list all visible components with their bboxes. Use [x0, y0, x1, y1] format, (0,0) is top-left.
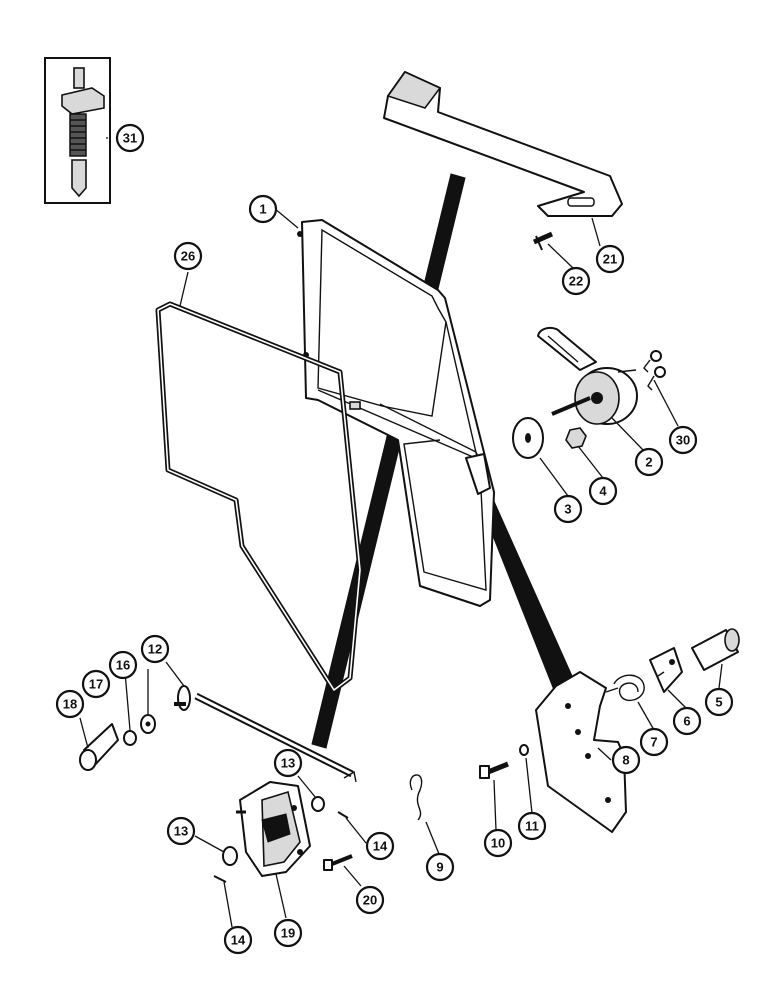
washer-13-b — [222, 846, 238, 866]
door-seal — [155, 301, 363, 693]
spring-9 — [409, 774, 423, 821]
callout-19: 19 — [273, 918, 303, 948]
callout-label: 16 — [116, 658, 130, 673]
callout-18: 18 — [55, 689, 85, 719]
callout-label: 31 — [123, 131, 137, 146]
callout-21: 21 — [595, 244, 625, 274]
callout-9: 9 — [425, 852, 455, 882]
callout-label: 9 — [436, 860, 443, 875]
pin-14-b — [213, 875, 227, 883]
callout-label: 4 — [599, 484, 607, 499]
callout-10: 10 — [483, 828, 513, 858]
screw-20 — [323, 854, 353, 871]
callout-1: 1 — [248, 194, 278, 224]
callout-label: 3 — [564, 502, 571, 517]
callout-label: 13 — [174, 824, 188, 839]
callout-6: 6 — [672, 706, 702, 736]
callout-label: 18 — [63, 697, 77, 712]
callout-2: 2 — [634, 447, 664, 477]
screw-10 — [479, 761, 509, 779]
lock-assembly — [537, 326, 638, 425]
callout-label: 21 — [603, 252, 617, 267]
latch-body — [236, 781, 311, 877]
washer-13-a — [311, 796, 325, 812]
callout-31: 31 — [115, 123, 145, 153]
callout-26: 26 — [173, 241, 203, 271]
plate-6 — [649, 647, 683, 693]
keys-30 — [643, 350, 666, 391]
callout-label: 12 — [148, 642, 162, 657]
door-frame — [297, 219, 495, 607]
spring-7 — [605, 674, 645, 702]
callout-label: 8 — [622, 753, 629, 768]
callout-label: 17 — [89, 677, 103, 692]
nut-4 — [565, 427, 587, 449]
callout-20: 20 — [355, 885, 385, 915]
callout-label: 20 — [363, 893, 377, 908]
washer-17 — [123, 730, 137, 746]
callout-14-a: 14 — [365, 831, 395, 861]
callout-label: 26 — [181, 249, 195, 264]
grab-handle — [383, 70, 623, 217]
pin-14-a — [337, 811, 349, 819]
knob-18 — [79, 723, 119, 771]
cam-plate — [512, 417, 544, 459]
callout-label: 6 — [683, 714, 690, 729]
callout-label: 1 — [259, 202, 266, 217]
callout-label: 2 — [645, 455, 652, 470]
callout-label: 13 — [281, 756, 295, 771]
callout-label: 30 — [676, 433, 690, 448]
washer-11 — [519, 744, 529, 756]
callout-16: 16 — [108, 650, 138, 680]
callout-5: 5 — [704, 687, 734, 717]
callout-13-b: 13 — [166, 816, 196, 846]
callout-13-a: 13 — [273, 748, 303, 778]
callout-12: 12 — [140, 634, 170, 664]
callout-4: 4 — [588, 476, 618, 506]
callout-label: 22 — [569, 274, 583, 289]
callout-3: 3 — [553, 494, 583, 524]
clip-fastener-drawing — [61, 67, 105, 198]
callout-label: 7 — [650, 735, 657, 750]
screw-22-drawing — [532, 231, 554, 251]
washer-16 — [140, 714, 156, 734]
callout-label: 14 — [231, 933, 246, 948]
callout-14-b: 14 — [223, 925, 253, 955]
callout-label: 10 — [491, 836, 505, 851]
callout-30: 30 — [668, 425, 698, 455]
callout-label: 14 — [373, 839, 388, 854]
callout-7: 7 — [639, 727, 669, 757]
latch-plate — [535, 671, 627, 833]
callout-label: 19 — [281, 926, 295, 941]
callout-label: 11 — [525, 819, 539, 834]
callout-11: 11 — [517, 811, 547, 841]
callout-22: 22 — [561, 266, 591, 296]
spacer-5 — [691, 628, 740, 671]
callout-17: 17 — [81, 669, 111, 699]
rod-12 — [174, 685, 357, 783]
callout-8: 8 — [611, 745, 641, 775]
leader-lines — [79, 137, 723, 928]
callout-label: 5 — [715, 695, 722, 710]
inset-box — [44, 57, 111, 204]
